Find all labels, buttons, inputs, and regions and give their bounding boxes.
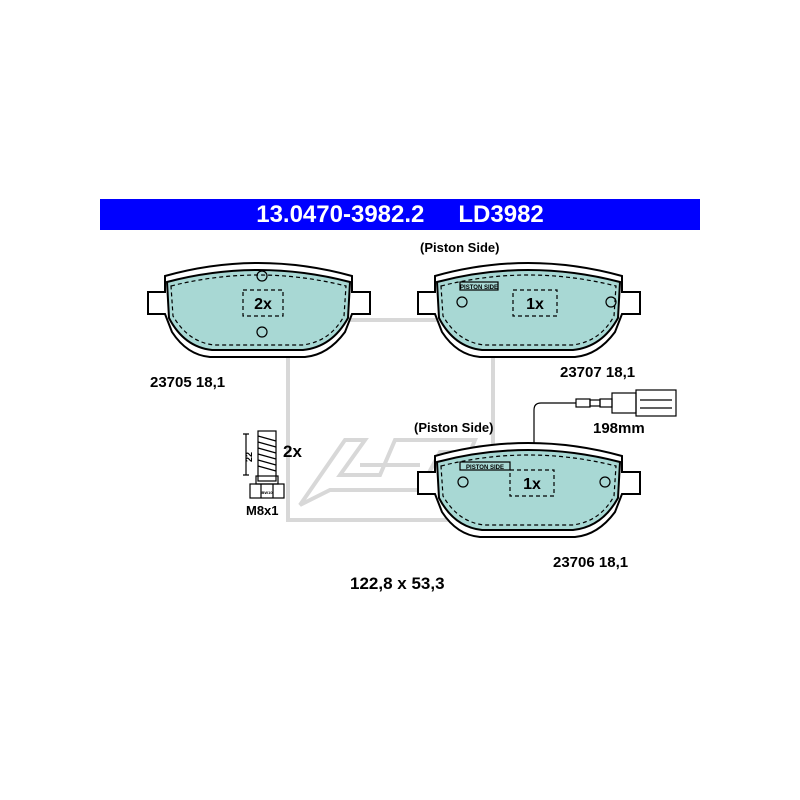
- part-number: 13.0470-3982.2: [256, 201, 425, 228]
- pad-label-23706: 23706 18,1: [553, 554, 628, 571]
- pad-quantity: 1x: [526, 296, 544, 313]
- piston-side-label: (Piston Side): [414, 420, 493, 435]
- brake-pad-23706: PISTON SIDE 1x: [417, 442, 641, 538]
- brake-pad-23705: 2x: [147, 262, 371, 358]
- brake-pad-23707: PISTON SIDE 1x: [417, 262, 641, 358]
- piston-side-stamp: PISTON SIDE: [466, 465, 504, 471]
- bolt-thread: M8x1: [246, 503, 279, 518]
- piston-side-label: (Piston Side): [420, 240, 499, 255]
- pad-label-23707: 23707 18,1: [560, 364, 635, 381]
- wear-sensor: [533, 389, 677, 444]
- bolt-head-mark: BW10: [261, 490, 273, 495]
- bolt-length: 22: [244, 452, 254, 462]
- bolt-icon: [243, 430, 285, 499]
- pad-dimensions: 122,8 x 53,3: [350, 574, 445, 593]
- piston-side-stamp: PISTON SIDE: [460, 285, 498, 291]
- pad-label-23705: 23705 18,1: [150, 374, 225, 391]
- sensor-length: 198mm: [593, 420, 645, 437]
- bolt-quantity: 2x: [283, 442, 302, 461]
- part-number-banner: 13.0470-3982.2 LD3982: [100, 199, 700, 230]
- pad-quantity: 1x: [523, 476, 541, 493]
- pad-quantity: 2x: [254, 296, 272, 313]
- reference-number: LD3982: [458, 201, 544, 228]
